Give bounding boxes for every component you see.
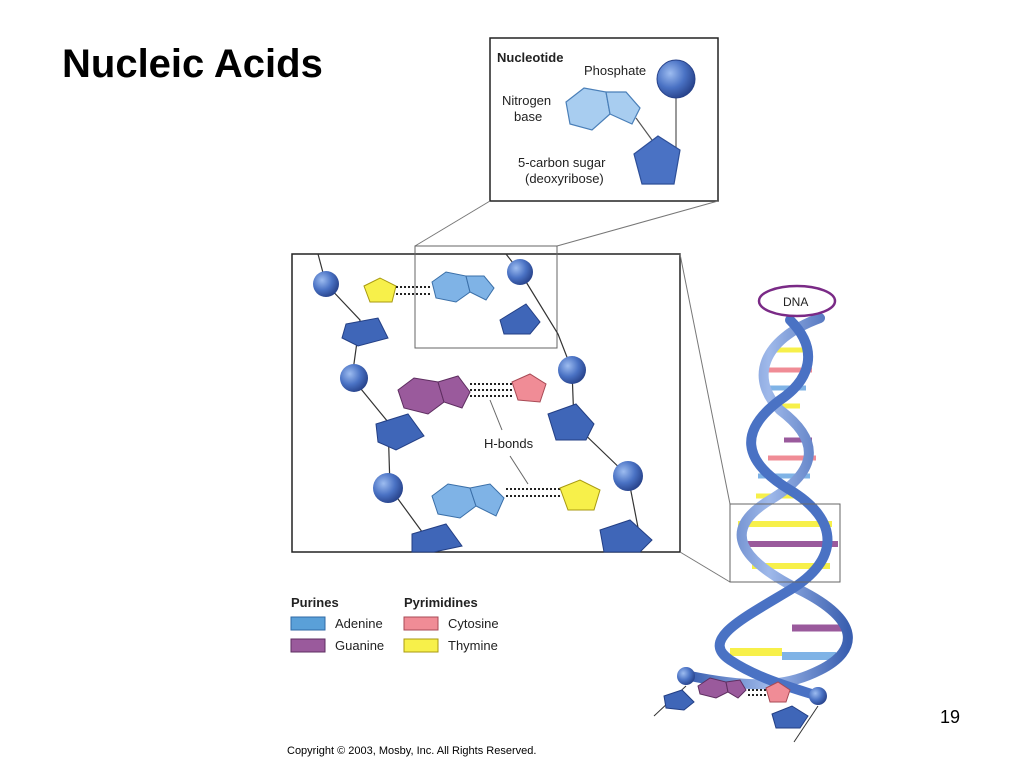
phosphate-label: Phosphate: [584, 63, 646, 78]
thymine-base-icon: [559, 479, 601, 511]
guanine-base-icon: [397, 375, 471, 415]
sugar-icon: [341, 317, 389, 347]
inset-title: Nucleotide: [497, 50, 563, 65]
thymine-swatch: [403, 638, 439, 653]
purines-header: Purines: [291, 595, 339, 610]
dna-double-helix: DNA: [653, 284, 853, 743]
sugar-icon: [599, 519, 653, 553]
phosphate-ball-icon: [373, 473, 403, 503]
sugar-icon: [547, 403, 595, 441]
sugar-icon: [375, 413, 425, 451]
phosphate-ball-icon: [809, 687, 827, 705]
nitrogen-base-icon: [565, 87, 641, 131]
dna-label: DNA: [783, 295, 808, 309]
cytosine-legend-label: Cytosine: [448, 616, 499, 631]
h-bonds-label: H-bonds: [484, 436, 534, 451]
nucleotide-inset: Nucleotide Phosphate Nitrogen base 5-car…: [489, 37, 719, 202]
phosphate-ball-icon: [507, 259, 533, 285]
slide-title: Nucleic Acids: [62, 42, 323, 86]
guanine-base-icon: [697, 677, 747, 699]
guanine-legend-label: Guanine: [335, 638, 384, 653]
thymine-base-icon: [363, 277, 397, 303]
phosphate-ball-icon: [340, 364, 368, 392]
phosphate-ball-icon: [677, 667, 695, 685]
base-legend: Purines Pyrimidines Adenine Guanine Cyto…: [290, 595, 499, 653]
cytosine-swatch: [403, 616, 439, 631]
phosphate-ball-icon: [313, 271, 339, 297]
pyrimidines-header: Pyrimidines: [404, 595, 478, 610]
sugar-icon: [411, 523, 463, 553]
adenine-legend-label: Adenine: [335, 616, 383, 631]
phosphate-ball-icon: [558, 356, 586, 384]
deoxyribose-sugar-icon: [633, 135, 681, 185]
guanine-swatch: [290, 638, 326, 653]
sugar-label-2: (deoxyribose): [525, 171, 604, 186]
phosphate-ball-icon: [613, 461, 643, 491]
dna-label-ring: [757, 284, 837, 318]
helix-strand-2: [714, 315, 833, 701]
adenine-base-icon: [431, 271, 495, 303]
sugar-icon: [771, 705, 809, 729]
detail-panel: H-bonds: [291, 245, 681, 553]
copyright-notice: Copyright © 2003, Mosby, Inc. All Rights…: [287, 745, 537, 757]
thymine-legend-label: Thymine: [448, 638, 498, 653]
nitrogen-base-label-1: Nitrogen: [502, 93, 551, 108]
helix-strand-1: [685, 313, 853, 690]
phosphate-ball-icon: [656, 59, 696, 99]
nitrogen-base-label-2: base: [514, 109, 542, 124]
page-number: 19: [940, 707, 961, 727]
sugar-label-1: 5-carbon sugar: [518, 155, 606, 170]
sugar-icon: [499, 303, 541, 335]
sugar-icon: [663, 689, 695, 711]
cytosine-base-icon: [765, 681, 791, 703]
adenine-swatch: [290, 616, 326, 631]
cytosine-base-icon: [511, 373, 547, 403]
adenine-base-icon: [431, 483, 505, 519]
